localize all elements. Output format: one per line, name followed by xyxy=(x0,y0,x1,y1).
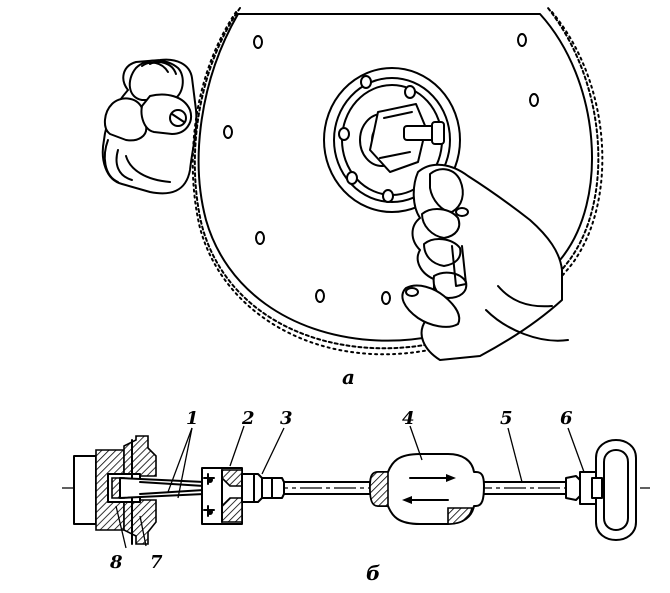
handle-part-6 xyxy=(565,439,637,541)
callout-4: 4 xyxy=(402,408,415,429)
callout-5: 5 xyxy=(500,408,513,429)
callout-3: 3 xyxy=(280,408,293,429)
puller-head-part-2 xyxy=(201,467,243,525)
hand xyxy=(401,163,569,361)
puller-tool-installed xyxy=(359,103,445,173)
figure-a-label: а xyxy=(342,365,355,389)
figure-a-flywheel-view: а xyxy=(101,7,604,389)
figure-b-label: б xyxy=(366,561,380,585)
leader-lines xyxy=(115,425,585,549)
callout-7: 7 xyxy=(150,552,163,573)
collet-rods-part-1 xyxy=(119,477,205,499)
crankshaft-end xyxy=(101,58,198,195)
callout-8: 8 xyxy=(109,552,123,573)
coupling-nut-part-3 xyxy=(241,473,285,503)
callout-2: 2 xyxy=(241,408,255,429)
callout-6: 6 xyxy=(560,408,573,429)
figure-b-puller-section: 1 2 3 4 5 6 7 8 б xyxy=(62,408,650,585)
callout-1: 1 xyxy=(186,408,199,429)
slide-hammer-weight-part-4 xyxy=(369,453,485,525)
